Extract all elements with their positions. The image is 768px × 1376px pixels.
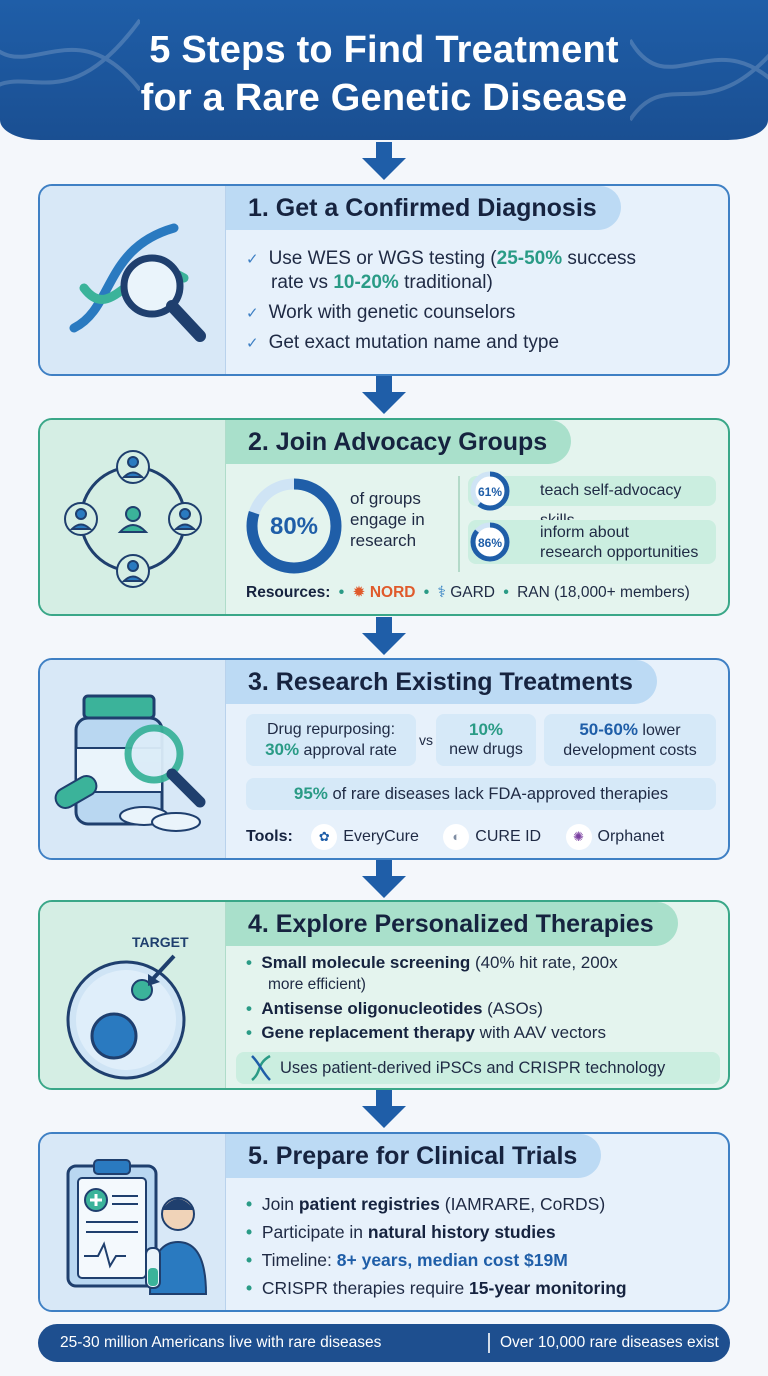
- page-title: 5 Steps to Find Treatment for a Rare Gen…: [0, 26, 768, 122]
- stat-86: inform about research opportunities: [468, 520, 716, 564]
- step-5-card: 5. Prepare for Clinical Trials • Join pa…: [38, 1132, 730, 1312]
- nord-link[interactable]: NORD: [369, 584, 416, 601]
- down-arrow-icon: [362, 1090, 406, 1128]
- everycure-link[interactable]: EveryCure: [343, 828, 419, 846]
- svg-text:61%: 61%: [478, 485, 502, 499]
- clipboard-doctor-icon: [66, 1159, 208, 1295]
- dna-decoration-left-icon: [0, 18, 140, 92]
- footer-right-stat: Over 10,000 rare diseases exist: [500, 1334, 719, 1351]
- step-2-card: 2. Join Advocacy Groups 80% of groups en…: [38, 418, 730, 616]
- stat-repurposing: Drug repurposing: 30% approval rate: [246, 714, 416, 766]
- list-item: • Small molecule screening (40% hit rate…: [246, 953, 618, 972]
- list-item-continued: more efficient): [268, 976, 366, 993]
- divider: [458, 476, 460, 572]
- step-4-card: TARGET 4. Explore Personalized Therapies…: [38, 900, 730, 1090]
- technology-note: Uses patient-derived iPSCs and CRISPR te…: [236, 1052, 720, 1084]
- down-arrow-icon: [362, 142, 406, 180]
- nord-logo-icon: ✹: [352, 584, 366, 601]
- step-2-illustration: [40, 420, 226, 614]
- title-line-2: for a Rare Genetic Disease: [140, 77, 628, 119]
- footer-left-stat: 25-30 million Americans live with rare d…: [60, 1334, 382, 1351]
- dna-decoration-right-icon: [630, 39, 768, 122]
- cure-id-link[interactable]: CURE ID: [475, 828, 542, 846]
- gard-logo-icon: ⚕: [437, 584, 446, 601]
- donut-chart-80: 80%: [246, 478, 342, 574]
- step-4-title: 4. Explore Personalized Therapies: [226, 902, 678, 946]
- footer-banner: 25-30 million Americans live with rare d…: [38, 1324, 730, 1362]
- ran-link[interactable]: RAN (18,000+ members): [517, 584, 690, 601]
- stat-fda-gap: 95% of rare diseases lack FDA-approved t…: [246, 778, 716, 810]
- title-line-1: 5 Steps to Find Treatment: [149, 29, 619, 71]
- stat-lower-costs: 50-60% lower development costs: [544, 714, 716, 766]
- vs-label: vs: [419, 732, 433, 748]
- check-icon: ✓: [246, 251, 259, 268]
- step-4-illustration: TARGET: [40, 902, 226, 1088]
- list-item-continued: rate vs 10-20% traditional): [271, 272, 493, 293]
- step-1-card: 1. Get a Confirmed Diagnosis ✓Use WES or…: [38, 184, 730, 376]
- people-network-icon: [64, 450, 202, 588]
- list-item: • Antisense oligonucleotides (ASOs): [246, 999, 543, 1018]
- step-5-list: • Join patient registries (IAMRARE, CoRD…: [246, 1190, 627, 1302]
- orphanet-link[interactable]: Orphanet: [597, 828, 665, 846]
- step-5-illustration: [40, 1134, 226, 1310]
- header-banner: 5 Steps to Find Treatment for a Rare Gen…: [0, 0, 768, 140]
- step-4-list: • Small molecule screening (40% hit rate…: [246, 952, 618, 1044]
- list-item: • Timeline: 8+ years, median cost $19M: [246, 1250, 568, 1270]
- step-3-card: 3. Research Existing Treatments Drug rep…: [38, 658, 730, 860]
- step-1-illustration: [40, 186, 226, 374]
- list-item: • Join patient registries (IAMRARE, CoRD…: [246, 1194, 606, 1214]
- orphanet-logo-icon: ✺: [565, 824, 592, 850]
- check-icon: ✓: [246, 335, 259, 352]
- list-item: • CRISPR therapies require 15-year monit…: [246, 1278, 627, 1298]
- big-stat-text: of groups engage in research: [350, 489, 425, 550]
- cure-id-logo-icon: ◐: [443, 824, 470, 850]
- donut-chart-86: 86%: [470, 522, 510, 562]
- gard-link[interactable]: GARD: [450, 584, 496, 601]
- stat-new-drugs: 10% new drugs: [436, 714, 536, 766]
- step-5-title: 5. Prepare for Clinical Trials: [226, 1134, 602, 1178]
- list-item: • Gene replacement therapy with AAV vect…: [246, 1023, 606, 1042]
- donut-chart-61: 61%: [470, 471, 510, 511]
- donut-80-label: 80%: [270, 513, 318, 540]
- resources-row: Resources: • ✹ NORD • ⚕ GARD • RAN (18,0…: [246, 584, 690, 601]
- dna-small-icon: [251, 1054, 271, 1081]
- list-item: • Participate in natural history studies: [246, 1222, 556, 1242]
- down-arrow-icon: [362, 860, 406, 898]
- step-1-title: 1. Get a Confirmed Diagnosis: [226, 186, 621, 230]
- svg-text:86%: 86%: [478, 536, 502, 550]
- list-item: ✓Work with genetic counselors: [246, 302, 516, 323]
- down-arrow-icon: [362, 617, 406, 655]
- step-3-title: 3. Research Existing Treatments: [226, 660, 657, 704]
- down-arrow-icon: [362, 376, 406, 414]
- step-2-title: 2. Join Advocacy Groups: [226, 420, 572, 464]
- dna-magnifier-icon: [69, 223, 206, 342]
- list-item: ✓Get exact mutation name and type: [246, 332, 560, 353]
- pill-bottle-magnifier-icon: [54, 694, 206, 832]
- target-label: TARGET: [132, 934, 189, 950]
- cell-target-icon: [66, 954, 186, 1080]
- footer-divider: [488, 1333, 490, 1353]
- check-icon: ✓: [246, 305, 259, 322]
- everycure-logo-icon: ✿: [311, 824, 338, 850]
- list-item: ✓Use WES or WGS testing (25-50% success: [246, 248, 637, 269]
- tools-row: Tools: ✿EveryCure ◐CURE ID ✺Orphanet: [246, 824, 664, 850]
- step-3-illustration: [40, 660, 226, 858]
